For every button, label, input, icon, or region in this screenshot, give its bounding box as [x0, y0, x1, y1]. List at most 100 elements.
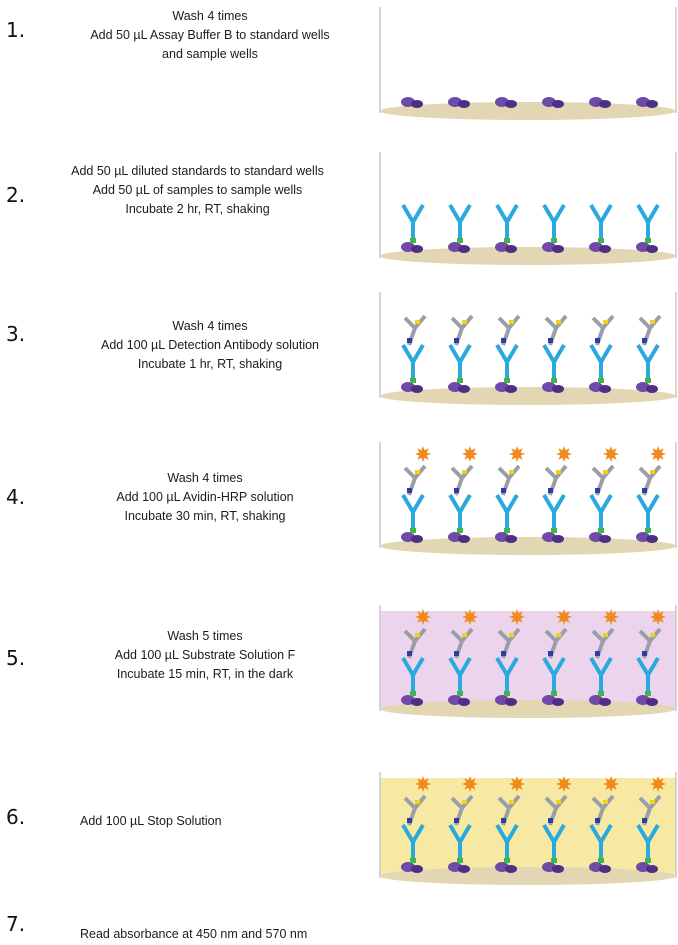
instruction-line: Add 50 µL Assay Buffer B to standard wel…	[90, 28, 330, 42]
antibody-tag	[410, 238, 416, 243]
capture-antibody	[401, 493, 415, 514]
biotin-tag	[650, 470, 655, 474]
antibody-tag	[504, 528, 510, 533]
antibody-tag	[457, 858, 463, 863]
biotin-tag	[509, 800, 514, 804]
biotin-tag	[603, 633, 608, 637]
hrp-star	[462, 609, 478, 625]
capture-molecule	[458, 535, 470, 543]
capture-antibody	[636, 203, 650, 224]
antibody-tag	[645, 378, 651, 383]
detection-antibody	[638, 466, 652, 480]
capture-antibody	[542, 493, 556, 514]
capture-molecule	[411, 100, 423, 108]
detection-antibody	[497, 316, 511, 330]
biotin-tag	[462, 800, 467, 804]
antibody-complex	[542, 97, 564, 108]
antibody-complex	[636, 97, 658, 108]
capture-antibody	[411, 656, 425, 677]
step-number: 2.	[6, 183, 26, 207]
antibody-tag	[410, 378, 416, 383]
instruction-line: Wash 5 times	[167, 629, 243, 643]
antibody-complex	[495, 776, 525, 873]
capture-antibody	[505, 493, 519, 514]
hrp-star	[509, 776, 525, 792]
capture-molecule	[411, 385, 423, 393]
step-number: 1.	[6, 18, 26, 42]
antibody-complex	[401, 609, 431, 706]
capture-molecule	[552, 100, 564, 108]
antibody-complex	[542, 314, 568, 393]
antigen	[501, 338, 506, 343]
capture-antibody	[411, 493, 425, 514]
biotin-tag	[556, 633, 561, 637]
capture-molecule	[458, 245, 470, 253]
capture-antibody	[505, 656, 519, 677]
antigen	[642, 488, 647, 493]
step-instructions: Wash 4 times Add 50 µL Assay Buffer B to…	[60, 7, 360, 64]
step-instructions: Add 50 µL diluted standards to standard …	[45, 162, 350, 219]
antigen	[642, 651, 647, 656]
capture-antibody	[448, 656, 462, 677]
detection-antibody	[497, 629, 511, 643]
antibody-complex	[589, 97, 611, 108]
detection-antibody	[591, 629, 605, 643]
biotin-tag	[509, 320, 514, 324]
capture-molecule	[646, 698, 658, 706]
biotin-tag	[650, 633, 655, 637]
capture-molecule	[599, 698, 611, 706]
antigen	[501, 488, 506, 493]
detection-antibody	[591, 316, 605, 330]
liquid	[380, 611, 676, 709]
capture-molecule	[505, 385, 517, 393]
capture-molecule	[599, 535, 611, 543]
step-instructions: Wash 5 times Add 100 µL Substrate Soluti…	[55, 627, 355, 684]
capture-molecule	[552, 865, 564, 873]
step-instructions: Wash 4 times Add 100 µL Detection Antibo…	[55, 317, 365, 374]
antibody-complex	[636, 203, 660, 253]
capture-antibody	[552, 493, 566, 514]
antigen	[454, 488, 459, 493]
antigen	[548, 338, 553, 343]
detection-antibody	[403, 466, 417, 480]
step-instructions: Read absorbance at 450 nm and 570 nm	[80, 925, 400, 944]
antigen	[407, 818, 412, 823]
antibody-complex	[401, 203, 425, 253]
antibody-complex	[448, 446, 478, 543]
hrp-star	[603, 446, 619, 462]
well-illustration	[379, 772, 677, 885]
detection-antibody	[591, 466, 605, 480]
capture-antibody	[599, 203, 613, 224]
capture-antibody	[505, 203, 519, 224]
step-number: 4.	[6, 485, 26, 509]
capture-molecule	[646, 385, 658, 393]
antigen	[407, 651, 412, 656]
detection-antibody	[544, 796, 558, 810]
capture-antibody	[401, 656, 415, 677]
antibody-tag	[457, 691, 463, 696]
biotin-tag	[415, 633, 420, 637]
hrp-star	[650, 776, 666, 792]
step-number: 5.	[6, 646, 26, 670]
detection-antibody	[450, 466, 464, 480]
detection-antibody	[450, 796, 464, 810]
antibody-tag	[504, 691, 510, 696]
biotin-tag	[462, 633, 467, 637]
antibody-tag	[598, 858, 604, 863]
detection-antibody	[544, 316, 558, 330]
capture-molecule	[599, 100, 611, 108]
antibody-complex	[636, 314, 662, 393]
instruction-line: Incubate 1 hr, RT, shaking	[137, 357, 283, 371]
antigen	[548, 488, 553, 493]
antibody-tag	[504, 378, 510, 383]
detection-antibody	[403, 316, 417, 330]
capture-antibody	[542, 823, 556, 844]
biotin-tag	[509, 470, 514, 474]
capture-molecule	[599, 865, 611, 873]
capture-antibody	[401, 203, 415, 224]
detection-antibody	[497, 466, 511, 480]
antibody-complex	[448, 203, 472, 253]
hrp-star	[650, 446, 666, 462]
biotin-tag	[462, 320, 467, 324]
antibody-complex	[636, 776, 666, 873]
